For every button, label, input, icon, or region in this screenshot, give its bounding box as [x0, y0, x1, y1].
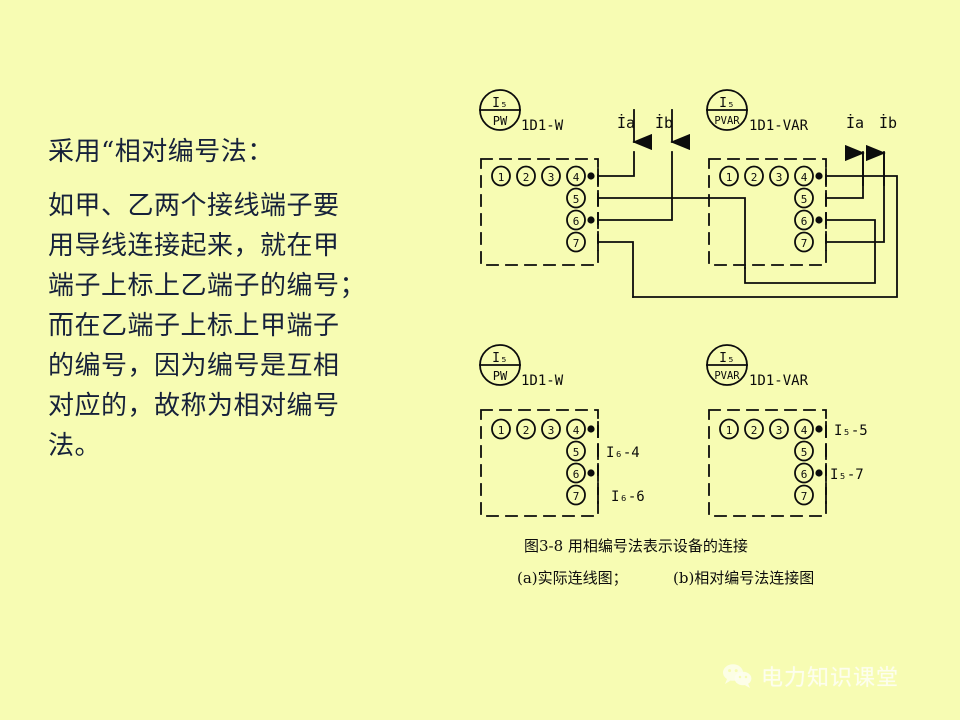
current-label-right-ib: İb — [879, 113, 897, 132]
instrument-tag-1d1-var: 1D1-VAR — [749, 373, 809, 389]
instrument-symbol-bottom-label: PW — [493, 369, 508, 383]
wire-right-t4-bus — [632, 175, 898, 298]
terminal-box-bottom-right — [708, 409, 827, 517]
paragraph-line: 而在乙端子上标上甲端子 — [48, 311, 340, 341]
terminal-label: 6 — [801, 468, 808, 481]
paragraph-line: 法。 — [48, 431, 102, 461]
relative-number-label-i6-6: I₆-6 — [611, 489, 645, 505]
paragraph-first-line: 采用“相对编号法： — [48, 137, 274, 167]
terminal-label: 2 — [751, 171, 758, 184]
watermark-text: 电力知识课堂 — [761, 666, 900, 691]
junction-dot — [587, 425, 595, 433]
instrument-tag-1d1-var: 1D1-VAR — [749, 118, 809, 134]
terminal-label: 2 — [523, 424, 530, 437]
paragraph-line: 如甲、乙两个接线端子要 — [48, 191, 340, 221]
terminal-box-bottom-left — [480, 409, 599, 517]
junction-dot — [815, 216, 823, 224]
paragraph-line: 对应的，故称为相对编号 — [48, 391, 340, 421]
instrument-symbol-watt-bottom — [479, 344, 521, 386]
terminal-label: 1 — [726, 171, 733, 184]
junction-dot — [587, 216, 595, 224]
instrument-symbol-top-label: I₅ — [719, 351, 735, 366]
current-label-right-ia: İa — [846, 113, 864, 132]
terminal-label: 4 — [801, 424, 808, 437]
wire-left-t5 — [597, 197, 746, 269]
terminal-label: 5 — [801, 193, 808, 206]
terminal-label: 1 — [498, 424, 505, 437]
current-label-left-ib: İb — [655, 113, 673, 132]
terminal-label: 4 — [573, 424, 580, 437]
instrument-symbol-var-top — [706, 89, 748, 131]
terminal-label: 6 — [573, 215, 580, 228]
terminal-label: 1 — [726, 424, 733, 437]
terminal-group-top-right — [719, 165, 814, 253]
junction-dot — [815, 469, 823, 477]
instrument-symbol-var-bottom — [706, 344, 748, 386]
instrument-symbol-bottom-label: PVAR — [714, 370, 740, 382]
wire-right-t6 — [744, 219, 876, 284]
figure-caption-b: (b)相对编号法连接图 — [673, 569, 814, 587]
instrument-tag-1d1-w: 1D1-W — [521, 373, 564, 389]
watermark: 电力知识课堂 — [722, 660, 899, 692]
paragraph-line: 的编号，因为编号是互相 — [48, 351, 340, 381]
terminal-group-bottom-left — [491, 418, 586, 506]
relative-number-label-i6-4: I₆-4 — [606, 445, 640, 461]
wire-right-t5-to-ia — [825, 151, 864, 199]
terminal-label: 6 — [573, 468, 580, 481]
terminal-label: 7 — [573, 490, 580, 503]
terminal-label: 3 — [548, 171, 555, 184]
terminal-label: 2 — [751, 424, 758, 437]
terminal-box-top-left — [480, 158, 599, 266]
instrument-symbol-bottom-label: PVAR — [714, 115, 740, 127]
instrument-symbol-top-label: I₅ — [719, 96, 735, 111]
current-label-left-ia: İa — [617, 113, 635, 132]
terminal-group-bottom-right — [719, 418, 814, 506]
wire-left-t4-to-ia — [597, 151, 635, 177]
junction-dot — [815, 425, 823, 433]
wire-left-t7 — [597, 241, 634, 298]
terminal-label: 7 — [801, 237, 808, 250]
terminal-label: 5 — [801, 446, 808, 459]
relative-number-label-i5-7: I₅-7 — [830, 467, 864, 483]
terminal-label: 4 — [801, 171, 808, 184]
terminal-group-top-left — [491, 165, 586, 253]
wire-left-t6-to-ib — [597, 151, 673, 221]
relative-number-label-i5-5: I₅-5 — [834, 423, 868, 439]
instrument-symbol-top-label: I₅ — [492, 351, 508, 366]
figure-caption-title: 图3-8 用相编号法表示设备的连接 — [524, 537, 748, 555]
terminal-label: 6 — [801, 215, 808, 228]
instrument-tag-1d1-w: 1D1-W — [521, 118, 564, 134]
terminal-label: 4 — [573, 171, 580, 184]
terminal-label: 7 — [573, 237, 580, 250]
terminal-label: 2 — [523, 171, 530, 184]
terminal-label: 5 — [573, 446, 580, 459]
figure-caption-a: (a)实际连线图； — [517, 569, 628, 587]
terminal-label: 7 — [801, 490, 808, 503]
terminal-label: 3 — [548, 424, 555, 437]
terminal-label: 5 — [573, 193, 580, 206]
junction-dot — [815, 172, 823, 180]
wechat-icon — [723, 664, 752, 688]
terminal-label: 3 — [776, 171, 783, 184]
junction-dot — [587, 469, 595, 477]
paragraph-line: 端子上标上乙端子的编号； — [48, 271, 367, 301]
junction-dot — [587, 172, 595, 180]
terminal-box-top-right — [708, 158, 827, 266]
instrument-symbol-bottom-label: PW — [493, 114, 508, 128]
terminal-label: 1 — [498, 171, 505, 184]
instrument-symbol-top-label: I₅ — [492, 96, 508, 111]
explanatory-text: 采用“相对编号法： 如甲、乙两个接线端子要 用导线连接起来，就在甲 端子上标上乙… — [48, 132, 438, 466]
paragraph-line: 用导线连接起来，就在甲 — [48, 231, 340, 261]
terminal-label: 3 — [776, 424, 783, 437]
instrument-symbol-watt-top — [479, 89, 521, 131]
